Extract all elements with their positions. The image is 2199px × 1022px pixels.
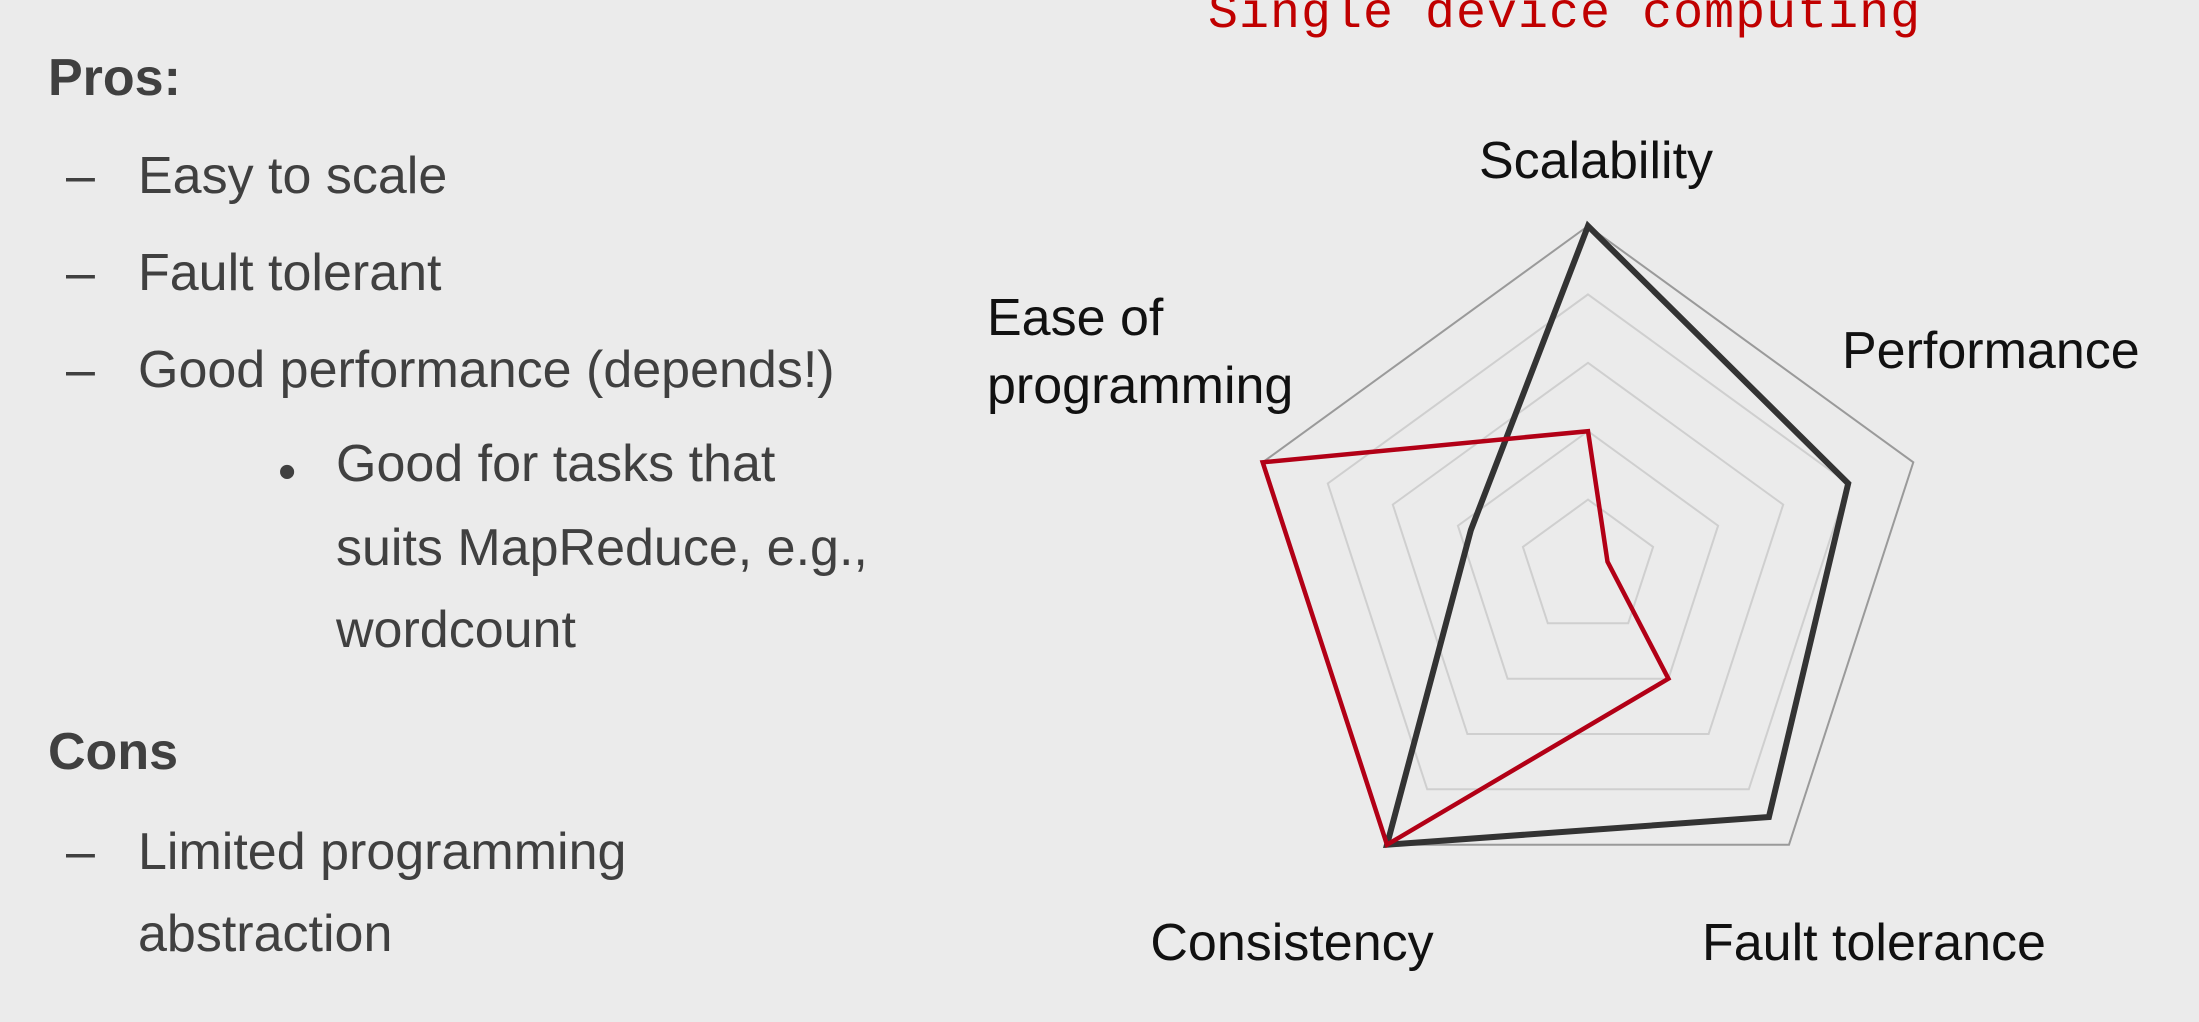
- axis-label-performance: Performance: [1842, 322, 2140, 380]
- sub-bullet-line-1: Good for tasks that: [336, 435, 776, 493]
- chart-title: Single device computing: [1208, 0, 1922, 43]
- cons-item-line-1: Limited programming: [138, 823, 627, 881]
- cons-item-line-2: abstraction: [138, 905, 393, 963]
- grid-ring-1: [1521, 498, 1655, 625]
- grid-ring-5: [1261, 224, 1915, 846]
- axis-label-consistency: Consistency: [1150, 914, 1433, 972]
- dash-marker: –: [66, 147, 95, 205]
- axis-label-scalability: Scalability: [1479, 132, 1713, 190]
- slide-text-panel: Pros: – Easy to scale – Fault tolerant –…: [0, 0, 960, 1022]
- dash-marker: –: [66, 341, 95, 399]
- pros-item-text: Good performance (depends!): [138, 341, 835, 399]
- radar-series: [1259, 220, 1852, 849]
- radar-grid: [1261, 224, 1915, 846]
- sub-bullet-line-2: suits MapReduce, e.g.,: [336, 519, 868, 577]
- pros-item-text: Fault tolerant: [138, 244, 442, 302]
- bullet-marker: •: [278, 443, 297, 501]
- pros-item-text: Easy to scale: [138, 147, 448, 205]
- series-line-2: [1259, 428, 1672, 849]
- pros-heading: Pros:: [48, 49, 181, 107]
- axis-label-fault-tolerance: Fault tolerance: [1702, 914, 2046, 972]
- series-line-1: [1383, 220, 1852, 848]
- grid-ring-3: [1391, 361, 1785, 735]
- cons-heading: Cons: [48, 723, 178, 781]
- dash-marker: –: [66, 823, 95, 881]
- dash-marker: –: [66, 244, 95, 302]
- sub-bullet-line-3: wordcount: [336, 601, 576, 659]
